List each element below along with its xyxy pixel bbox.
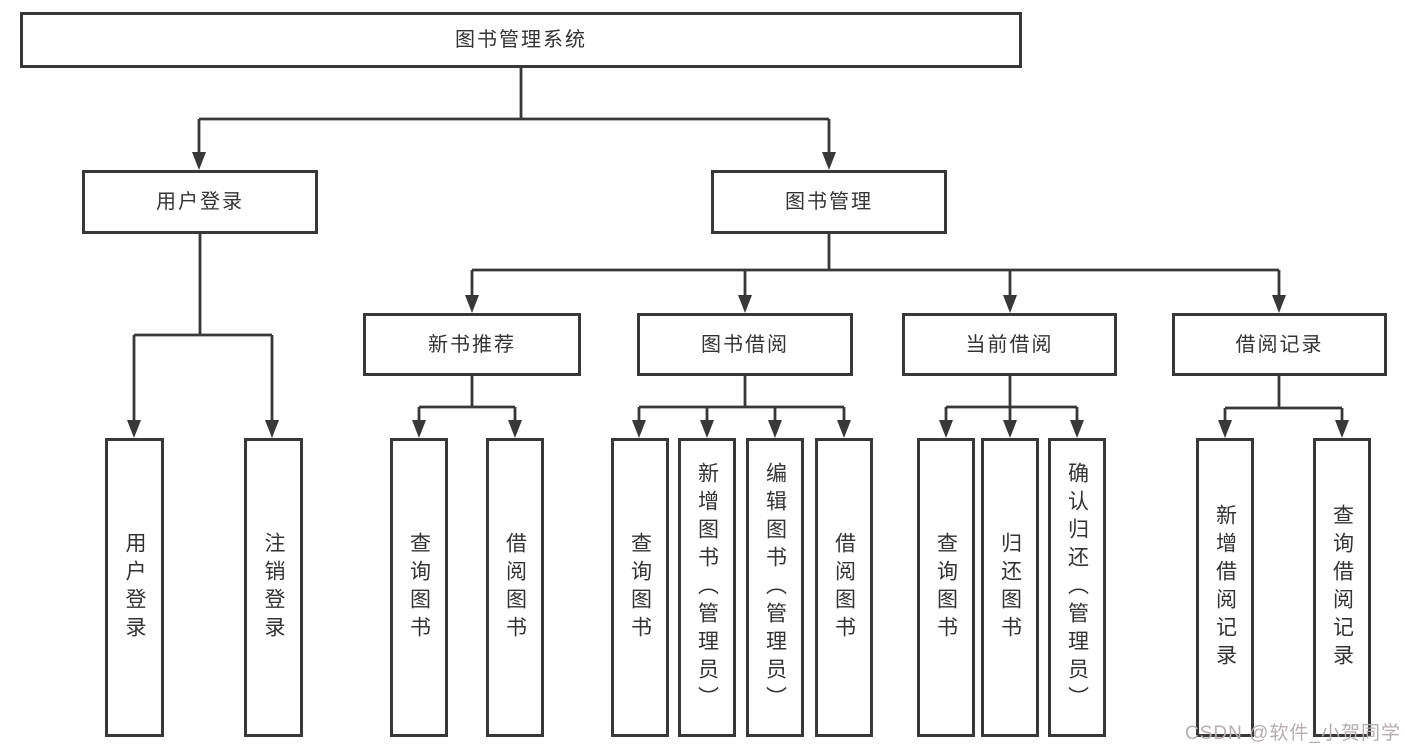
- leaf-borrow-books-borrow: 借阅图书: [815, 438, 873, 737]
- leaf-query-books-recommend: 查询图书: [390, 438, 448, 737]
- node-new-book-recommendation: 新书推荐: [363, 313, 581, 376]
- node-root-system: 图书管理系统: [20, 12, 1022, 68]
- leaf-query-books-borrow: 查询图书: [611, 438, 669, 737]
- leaf-borrow-books-recommend: 借阅图书: [486, 438, 544, 737]
- leaf-borrow-books-borrow-label: 借阅图书: [832, 531, 856, 644]
- node-user-login: 用户登录: [82, 170, 318, 234]
- leaf-user-login: 用户登录: [105, 438, 164, 737]
- node-current-borrowing-label: 当前借阅: [965, 333, 1054, 356]
- leaf-user-login-label: 用户登录: [123, 531, 146, 644]
- leaf-query-borrow-record-label: 查询借阅记录: [1330, 503, 1354, 672]
- csdn-watermark: CSDN @软件_小贺同学: [1185, 723, 1401, 744]
- leaf-edit-book-admin: 编辑图书（管理员）: [746, 438, 804, 737]
- leaf-add-borrow-record: 新增借阅记录: [1196, 438, 1254, 737]
- leaf-confirm-return-admin-label: 确认归还（管理员）: [1065, 461, 1089, 714]
- leaf-query-books-recommend-label: 查询图书: [407, 531, 431, 644]
- node-book-borrowing-label: 图书借阅: [701, 333, 789, 356]
- leaf-return-book: 归还图书: [981, 438, 1039, 737]
- leaf-add-book-admin-label: 新增图书（管理员）: [695, 461, 719, 714]
- leaf-logout: 注销登录: [244, 438, 303, 737]
- node-root-label: 图书管理系统: [455, 29, 587, 51]
- arrowheads: [127, 152, 1349, 438]
- leaf-add-borrow-record-label: 新增借阅记录: [1213, 503, 1237, 672]
- leaf-return-book-label: 归还图书: [998, 531, 1022, 644]
- node-current-borrowing: 当前借阅: [902, 313, 1117, 376]
- node-book-management-label: 图书管理: [785, 191, 873, 213]
- leaf-edit-book-admin-label: 编辑图书（管理员）: [763, 461, 787, 714]
- leaf-query-books-borrow-label: 查询图书: [628, 531, 652, 644]
- leaf-query-books-current: 查询图书: [917, 438, 975, 737]
- node-book-management: 图书管理: [711, 170, 947, 234]
- leaf-confirm-return-admin: 确认归还（管理员）: [1048, 438, 1106, 737]
- node-book-borrowing: 图书借阅: [637, 313, 853, 376]
- node-borrowing-records: 借阅记录: [1172, 313, 1387, 376]
- leaf-query-books-current-label: 查询图书: [934, 531, 958, 644]
- node-user-login-label: 用户登录: [156, 191, 244, 213]
- leaf-add-book-admin: 新增图书（管理员）: [678, 438, 736, 737]
- leaf-logout-label: 注销登录: [262, 531, 285, 644]
- node-borrowing-records-label: 借阅记录: [1235, 333, 1324, 356]
- node-new-book-recommendation-label: 新书推荐: [428, 333, 516, 356]
- leaf-borrow-books-recommend-label: 借阅图书: [503, 531, 527, 644]
- leaf-query-borrow-record: 查询借阅记录: [1313, 438, 1371, 737]
